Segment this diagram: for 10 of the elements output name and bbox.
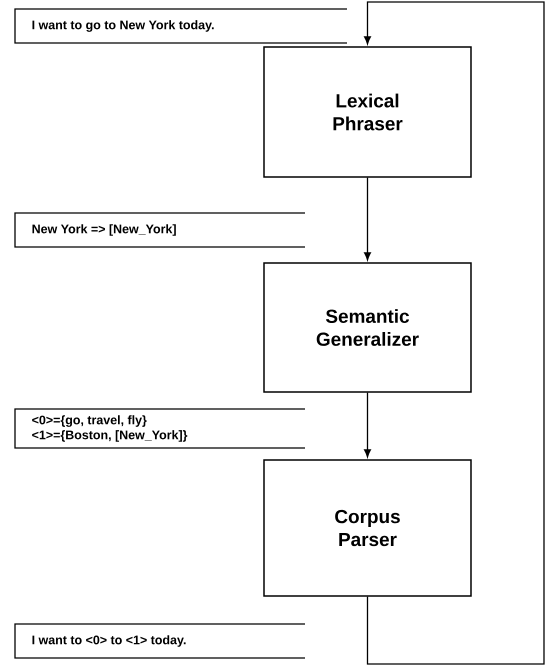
data-box: New York => [New_York] — [14, 212, 305, 248]
arrow — [364, 1, 545, 665]
data-box: I want to <0> to <1> today. — [14, 623, 305, 659]
data-box: I want to go to New York today. — [14, 8, 347, 44]
arrow — [364, 178, 371, 260]
process-box: Lexical Phraser — [263, 46, 472, 178]
arrow — [364, 392, 371, 458]
data-box: <0>={go, travel, fly} <1>={Boston, [New_York]} — [14, 408, 305, 449]
process-box: Semantic Generalizer — [263, 262, 472, 393]
process-box: Corpus Parser — [263, 459, 472, 597]
